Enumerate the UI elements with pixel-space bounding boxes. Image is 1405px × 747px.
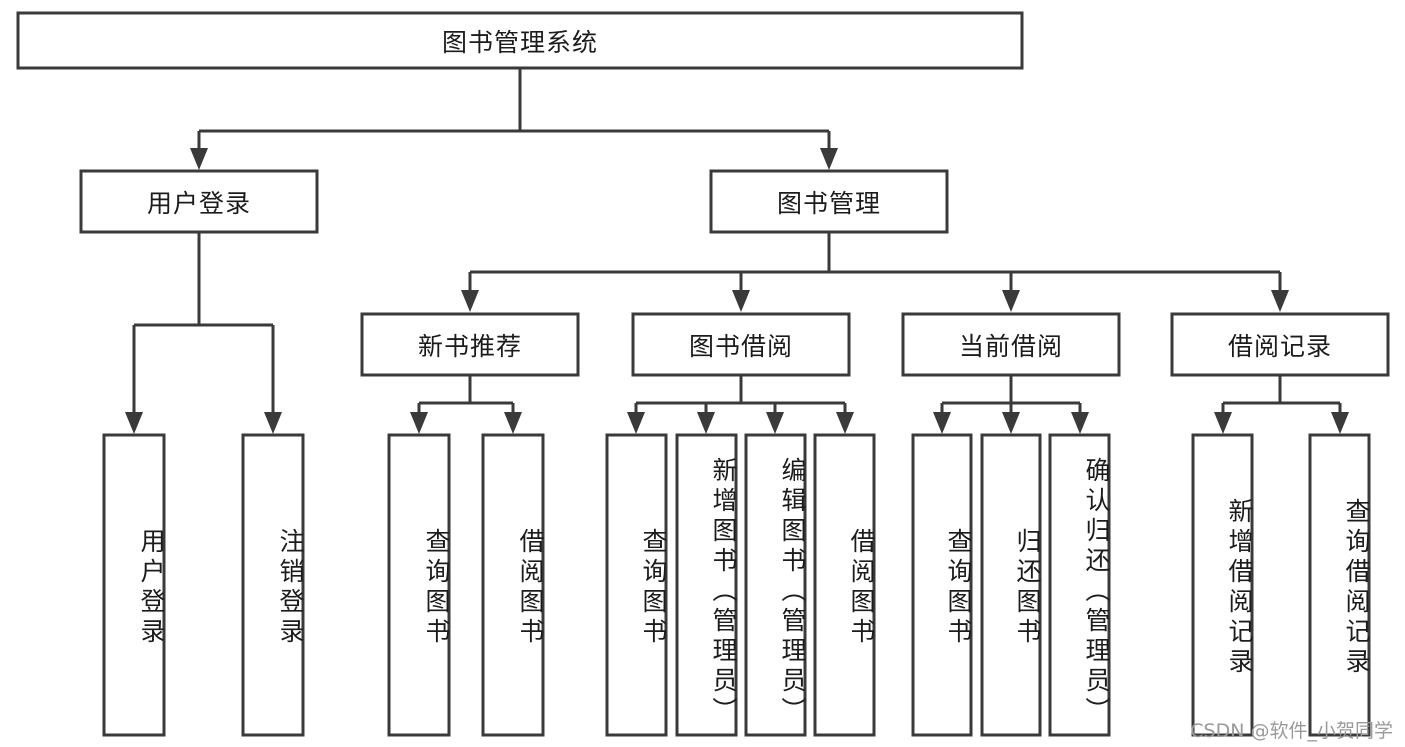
node-box-new-book-recommend[interactable] xyxy=(360,312,580,377)
arrow-head-leaf-user-login xyxy=(125,412,143,434)
node-box-leaf-borrow-book-2[interactable] xyxy=(813,433,876,737)
arrow-head-new-book-recommend xyxy=(461,290,479,312)
node-box-leaf-user-login[interactable] xyxy=(102,433,166,737)
node-box-leaf-return-book[interactable] xyxy=(980,433,1042,737)
node-box-leaf-add-record[interactable] xyxy=(1191,433,1254,737)
arrow-head-current-borrow xyxy=(1002,290,1020,312)
node-box-leaf-edit-book[interactable] xyxy=(744,433,807,737)
node-box-leaf-query-record[interactable] xyxy=(1308,433,1371,737)
node-box-leaf-add-book[interactable] xyxy=(675,433,738,737)
node-box-root[interactable] xyxy=(16,11,1024,70)
arrow-head-book-manage xyxy=(820,148,838,170)
arrow-head-leaf-query-book-3 xyxy=(933,412,951,434)
arrow-head-leaf-query-record xyxy=(1331,412,1349,434)
arrow-head-leaf-edit-book xyxy=(766,412,784,434)
node-box-book-manage[interactable] xyxy=(709,169,949,234)
arrow-head-leaf-borrow-book-2 xyxy=(836,412,854,434)
arrow-head-leaf-user-logout xyxy=(264,412,282,434)
node-box-leaf-query-book-1[interactable] xyxy=(387,433,451,737)
arrow-head-leaf-query-book-1 xyxy=(410,412,428,434)
arrow-head-leaf-add-book xyxy=(697,412,715,434)
node-box-book-borrow[interactable] xyxy=(631,312,851,377)
node-box-borrow-record[interactable] xyxy=(1170,312,1390,377)
arrow-head-leaf-return-book xyxy=(1002,412,1020,434)
node-box-leaf-query-book-3[interactable] xyxy=(911,433,973,737)
node-box-user-login[interactable] xyxy=(79,169,319,234)
node-box-leaf-confirm-return[interactable] xyxy=(1048,433,1111,737)
node-box-current-borrow[interactable] xyxy=(901,312,1121,377)
node-box-leaf-borrow-book-1[interactable] xyxy=(481,433,545,737)
arrow-head-leaf-borrow-book-1 xyxy=(504,412,522,434)
arrow-head-leaf-query-book-2 xyxy=(627,412,645,434)
node-box-leaf-query-book-2[interactable] xyxy=(605,433,668,737)
node-box-leaf-user-logout[interactable] xyxy=(241,433,305,737)
arrow-head-borrow-record xyxy=(1271,290,1289,312)
arrow-head-user-login xyxy=(190,148,208,170)
arrow-head-leaf-add-record xyxy=(1214,412,1232,434)
arrow-head-leaf-confirm-return xyxy=(1071,412,1089,434)
arrow-head-book-borrow xyxy=(732,290,750,312)
